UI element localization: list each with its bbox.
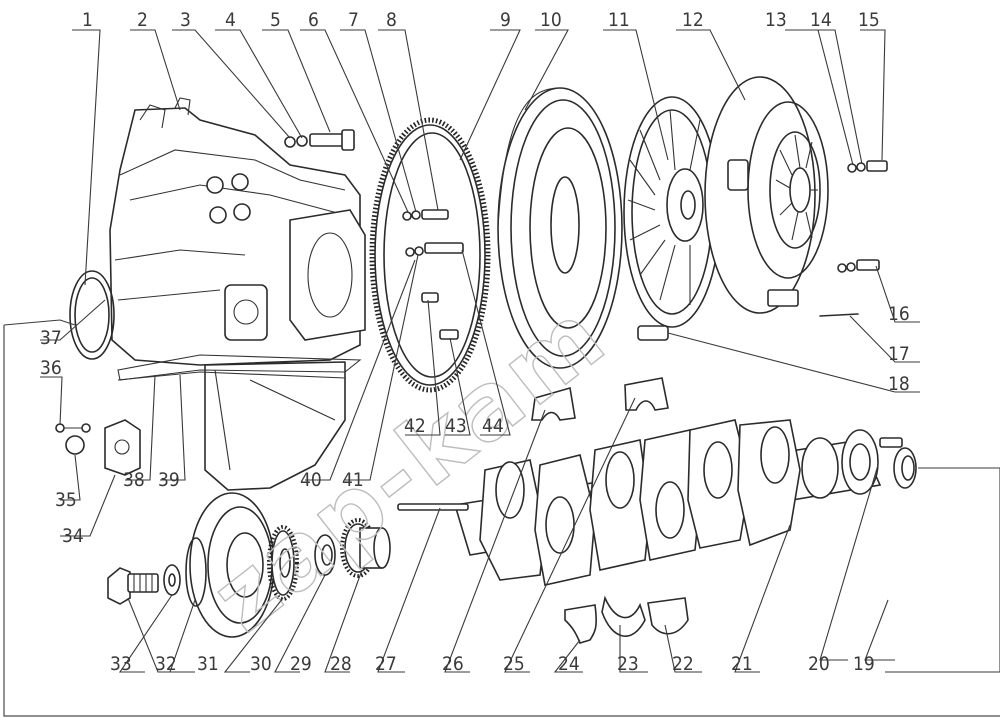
fasteners-parts-6-8-40-44	[402, 209, 464, 340]
label-33: 33	[110, 653, 132, 675]
gaskets-parts-38-39	[117, 354, 362, 381]
label-44: 44	[482, 415, 504, 437]
label-16: 16	[888, 303, 910, 325]
label-26: 26	[442, 653, 464, 675]
label-27: 27	[375, 653, 397, 675]
bolt-part-5	[284, 129, 355, 151]
label-11: 11	[608, 9, 630, 31]
pressure-plate-part-12	[704, 76, 829, 314]
rear-seal-part-19	[893, 447, 917, 489]
label-36: 36	[40, 357, 62, 379]
gear-part-30	[267, 525, 299, 601]
label-40: 40	[300, 469, 322, 491]
label-35: 35	[55, 489, 77, 511]
label-13: 13	[765, 9, 787, 31]
label-3: 3	[180, 9, 191, 31]
flywheel-housing-part-2	[109, 97, 366, 366]
label-22: 22	[672, 653, 694, 675]
label-42: 42	[404, 415, 426, 437]
label-19: 19	[853, 653, 875, 675]
label-10: 10	[540, 9, 562, 31]
label-23: 23	[617, 653, 639, 675]
label-5: 5	[270, 9, 281, 31]
label-31: 31	[197, 653, 219, 675]
label-2: 2	[137, 9, 148, 31]
crankshaft-part-21	[453, 419, 903, 586]
label-25: 25	[503, 653, 525, 675]
label-24: 24	[558, 653, 580, 675]
label-4: 4	[225, 9, 236, 31]
border-frame	[3, 325, 1000, 717]
label-21: 21	[731, 653, 753, 675]
label-8: 8	[386, 9, 397, 31]
bolt-part-33	[107, 567, 159, 605]
label-41: 41	[342, 469, 364, 491]
label-9: 9	[500, 9, 511, 31]
label-18: 18	[888, 373, 910, 395]
fasteners-parts-13-18	[637, 160, 888, 341]
label-7: 7	[348, 9, 359, 31]
ring-gear-part-9	[369, 117, 491, 393]
seal-ring-part-1	[69, 270, 115, 360]
label-34: 34	[62, 525, 84, 547]
clutch-disc-part-11	[623, 96, 721, 328]
label-39: 39	[158, 469, 180, 491]
label-14: 14	[810, 9, 832, 31]
label-43: 43	[445, 415, 467, 437]
label-37: 37	[40, 327, 62, 349]
key-part-27	[397, 503, 469, 511]
label-12: 12	[682, 9, 704, 31]
flange-parts-34-37	[55, 419, 141, 476]
flywheel-part-10	[497, 87, 623, 369]
part-labels: 1 2 3 4 5 6 7 8 9 10 11 12 13 14 15 16 1…	[40, 9, 910, 675]
label-32: 32	[155, 653, 177, 675]
bearing-shells-parts-22-25	[531, 377, 689, 644]
label-29: 29	[290, 653, 312, 675]
label-28: 28	[330, 653, 352, 675]
washer-part-32	[163, 564, 181, 596]
label-38: 38	[123, 469, 145, 491]
label-20: 20	[808, 653, 830, 675]
label-6: 6	[308, 9, 319, 31]
label-30: 30	[250, 653, 272, 675]
label-1: 1	[82, 9, 93, 31]
gear-part-28	[340, 518, 391, 578]
leader-lines	[3, 29, 1000, 673]
label-17: 17	[888, 343, 910, 365]
label-15: 15	[858, 9, 880, 31]
